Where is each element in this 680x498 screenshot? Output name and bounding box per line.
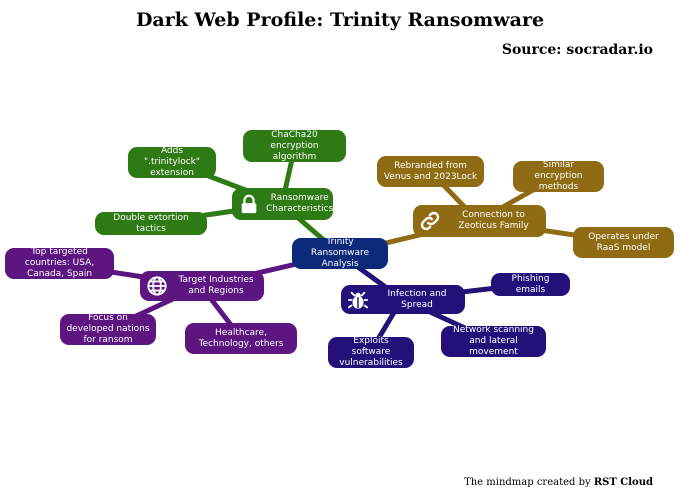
footer-credit: The mindmap created by RST Cloud [464,477,653,488]
branch-target-industries[interactable]: Target Industries and Regions [140,271,264,301]
leaf-label: Network scanning and lateral movement [453,325,534,357]
leaf-label: Top targeted countries: USA, Canada, Spa… [24,247,95,279]
branch-ransomware-characteristics[interactable]: Ransomware Characteristics [232,188,333,220]
branch-infection-label: Infection and Spread [387,288,447,310]
leaf-label: Adds ".trinitylock" extension [143,146,201,178]
leaf-phishing-emails[interactable]: Phishing emails [491,273,570,296]
bug-icon [347,289,369,311]
footer-prefix: The mindmap created by [464,477,591,488]
leaf-label: Operates under RaaS model [588,231,659,253]
leaf-double-extortion[interactable]: Double extortion tactics [95,212,207,235]
leaf-top-countries[interactable]: Top targeted countries: USA, Canada, Spa… [5,247,114,279]
leaf-label: Similar encryption methods [534,160,583,192]
lock-icon [238,193,260,215]
leaf-raas-model[interactable]: Operates under RaaS model [573,227,674,258]
leaf-healthcare-technology[interactable]: Healthcare, Technology, others [185,323,297,354]
branch-connection-zeoticus[interactable]: Connection to Zeoticus Family [413,205,546,237]
leaf-label: Double extortion tactics [113,212,189,234]
branch-connection-label: Connection to Zeoticus Family [458,210,529,231]
leaf-label: Rebranded from Venus and 2023Lock [383,160,478,182]
footer-brand: RST Cloud [593,477,653,488]
page-title: Dark Web Profile: Trinity Ransomware [135,9,545,31]
branch-ransomware-label: Ransomware Characteristics [266,193,334,214]
leaf-developed-nations[interactable]: Focus on developed nations for ransom [60,313,156,345]
leaf-trinitylock-extension[interactable]: Adds ".trinitylock" extension [128,146,216,178]
leaf-label: Focus on developed nations for ransom [66,313,150,345]
leaf-similar-encryption[interactable]: Similar encryption methods [513,160,604,192]
leaf-label: Exploits software vulnerabilities [339,336,403,368]
root-node[interactable]: Trinity Ransomware Analysis [292,237,388,269]
globe-icon [146,275,168,297]
branch-infection-spread[interactable]: Infection and Spread [341,285,465,314]
leaf-label: Healthcare, Technology, others [198,327,284,349]
leaf-network-scanning[interactable]: Network scanning and lateral movement [441,325,546,357]
leaf-chacha20-algorithm[interactable]: ChaCha20 encryption algorithm [243,130,346,162]
source-label: Source: socradar.io [501,42,653,58]
root-label: Trinity Ransomware Analysis [310,237,370,269]
leaf-rebranded-venus[interactable]: Rebranded from Venus and 2023Lock [377,156,484,187]
link-icon [419,210,441,232]
leaf-exploits-vulnerabilities[interactable]: Exploits software vulnerabilities [328,336,414,368]
branch-targets-label: Target Industries and Regions [178,275,254,296]
leaf-label: ChaCha20 encryption algorithm [270,129,319,162]
leaf-label: Phishing emails [511,273,550,295]
